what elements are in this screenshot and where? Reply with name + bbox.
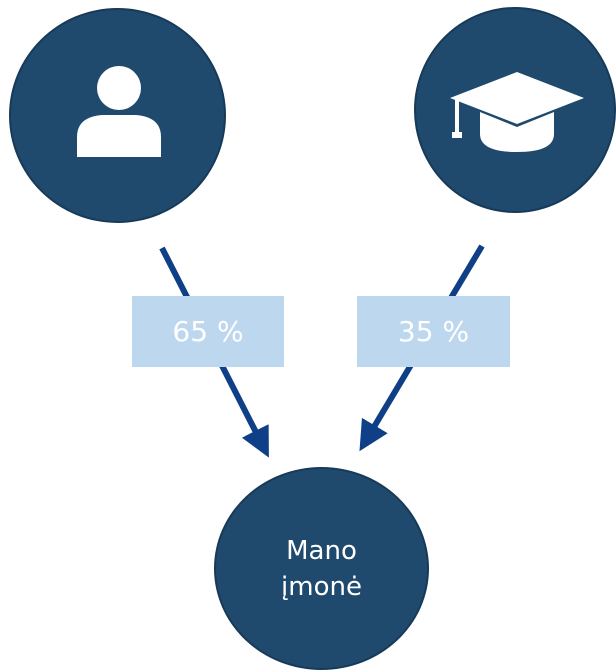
education-node [414,7,616,213]
person-icon [77,66,161,157]
share-label-education: 35 % [357,296,510,367]
share-label-person: 65 % [132,296,284,367]
company-node: Mano įmonė [214,467,429,670]
company-node-label: Mano įmonė [281,535,362,602]
person-node [9,8,226,223]
graduation-cap-icon [450,72,584,152]
